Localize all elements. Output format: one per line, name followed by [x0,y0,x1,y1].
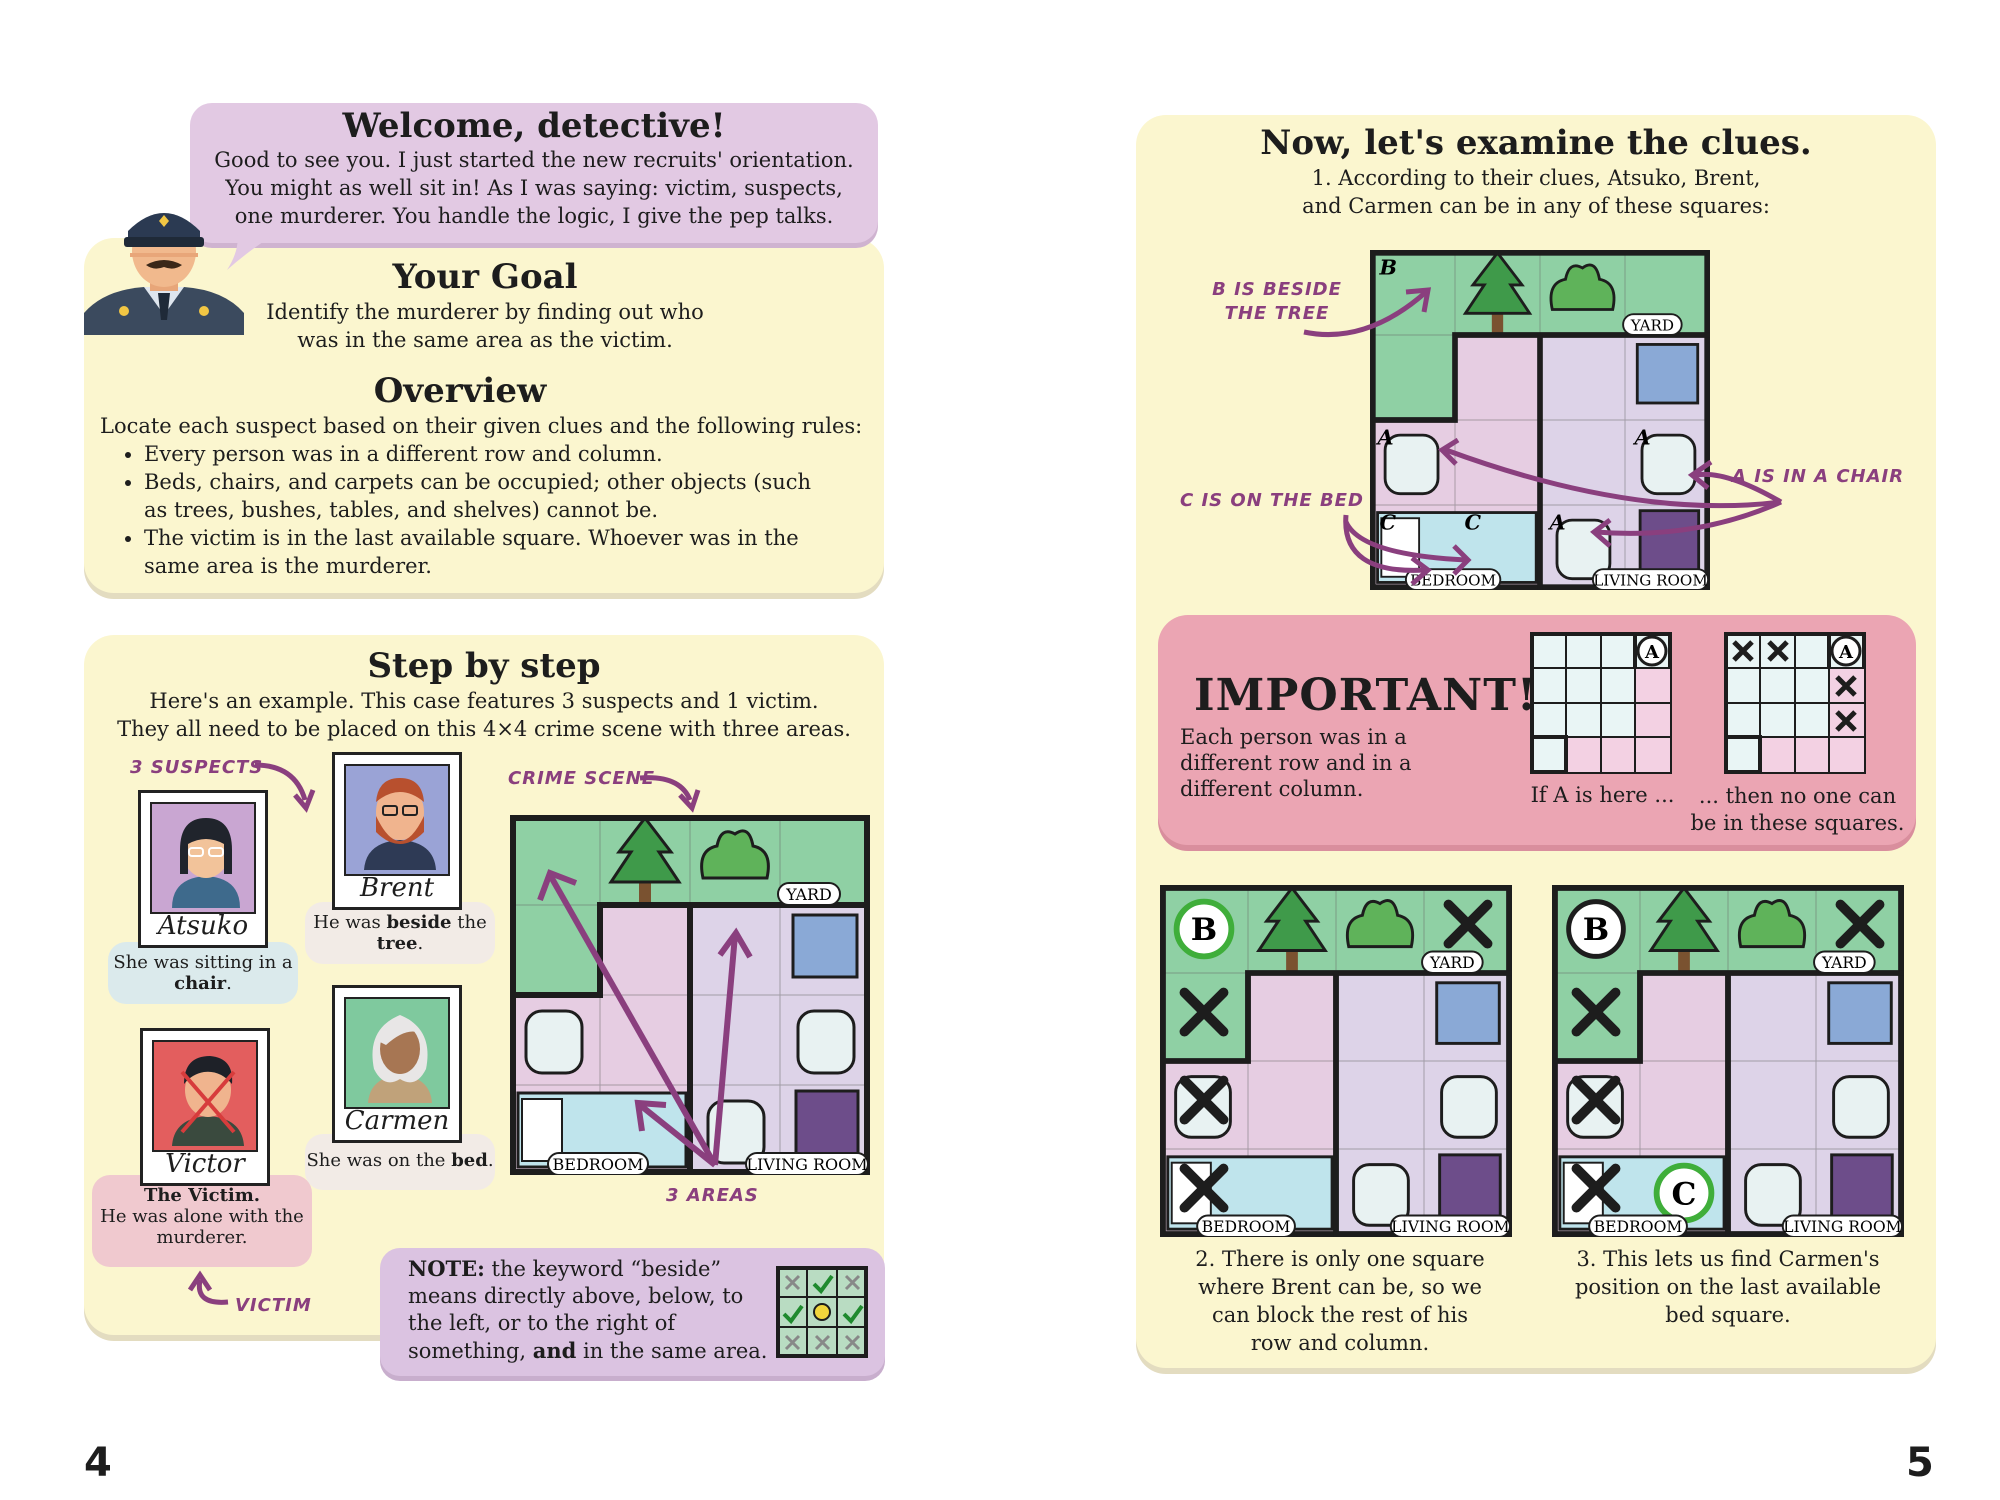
marker-a: A [1376,425,1394,450]
atsuko-name: Atsuko [157,911,249,941]
welcome-title: Welcome, detective! [342,106,726,146]
living-room-label: LIVING ROOM [746,1155,867,1174]
officer-avatar [84,213,244,335]
crime-scene-label: CRIME SCENE [508,768,656,789]
victor-photo: Victor [140,1028,270,1186]
step2-grid: B YARD BEDROOM LIVING ROOM [1160,885,1512,1237]
step-line2: They all need to be placed on this 4×4 c… [117,717,851,741]
yard-label: YARD [1821,953,1867,972]
goal-text: Identify the murderer by finding out who… [266,300,704,352]
yard-label: YARD [785,885,832,904]
brent-name: Brent [359,873,435,903]
marker-c: C [1464,510,1481,535]
overview-intro: Locate each suspect based on their given… [100,414,863,438]
carmen-name: Carmen [344,1106,450,1136]
suspects-label: 3 SUSPECTS [130,757,264,778]
bedroom-label: BEDROOM [553,1155,644,1174]
marker-b: B [1583,912,1609,948]
overview-rule: Every person was in a different row and … [144,440,830,468]
marker-a: A [1632,425,1650,450]
note-text: NOTE: the keyword “beside” means directl… [408,1256,768,1363]
marker-a: A [1644,642,1660,663]
step3-text: 3. This lets us find Carmen's position o… [1574,1247,1882,1327]
page-number-left: 4 [84,1440,112,1486]
yard-label: YARD [1429,953,1475,972]
living-room-label: LIVING ROOM [1391,1217,1510,1236]
step3-grid: B C YARD BEDROOM LIVING ROOM [1552,885,1904,1237]
welcome-text: Good to see you. I just started the new … [214,148,854,228]
b-clue-label: B IS BESIDE THE TREE [1212,279,1342,324]
carmen-clue: She was on the bed. [305,1134,495,1190]
important-caption-2: ... then no one can be in these squares. [1690,784,1905,835]
c-clue-label: C IS ON THE BED [1180,490,1364,511]
marker-b: B [1378,255,1397,280]
marker-a: A [1838,642,1854,663]
step-line1: Here's an example. This case features 3 … [149,689,819,713]
overview-title: Overview [373,371,547,411]
bedroom-label: BEDROOM [1594,1217,1683,1236]
victim-label: VICTIM [235,1295,312,1316]
step2-text: 2. There is only one square where Brent … [1195,1247,1485,1355]
living-room-label: LIVING ROOM [1783,1217,1902,1236]
crime-scene-grid: YARD BEDROOM LIVING ROOM [510,815,870,1175]
marker-b: B [1191,912,1217,948]
atsuko-clue: She was sitting in a chair. [108,942,298,1004]
yard-label: YARD [1630,316,1674,334]
clues-grid: B A A A C C YARD BEDROOM LIVING ROOM [1370,250,1710,590]
brent-clue: He was beside the tree. [305,902,495,964]
a-clue-label: A IS IN A CHAIR [1732,466,1905,487]
victim-caption: The Victim.He was alone with the murdere… [92,1175,312,1267]
marker-a: A [1547,510,1565,535]
marker-c: C [1672,1177,1697,1213]
clues-title: Now, let's examine the clues. [1260,123,1812,163]
carmen-photo: Carmen [332,985,462,1143]
clues-text2: and Carmen can be in any of these square… [1302,194,1770,218]
important-grid-2: A [1724,632,1866,774]
living-room-label: LIVING ROOM [1593,571,1708,589]
important-caption-1: If A is here ... [1530,783,1675,807]
speech-tail [227,225,290,270]
page-number-right: 5 [1906,1440,1934,1486]
welcome-bubble [190,103,878,243]
atsuko-photo: Atsuko [138,790,268,948]
brent-photo: Brent [332,752,462,910]
overview-rule: Beds, chairs, and carpets can be occupie… [144,468,830,524]
marker-c: C [1379,510,1396,535]
clues-text1: 1. According to their clues, Atsuko, Bre… [1311,166,1761,190]
areas-label: 3 AREAS [666,1185,759,1206]
clue-arrows [1303,287,1783,586]
important-title: IMPORTANT! [1194,670,1538,721]
overview-rule: The victim is in the last available squa… [144,524,830,580]
goal-title: Your Goal [392,257,578,297]
bedroom-label: BEDROOM [1410,571,1496,589]
step-title: Step by step [367,646,601,686]
victor-name: Victor [165,1149,245,1179]
label-arrows [187,762,701,1305]
bedroom-label: BEDROOM [1202,1217,1291,1236]
important-grid-1: A [1530,632,1672,774]
beside-example-grid [776,1266,868,1358]
important-text: Each person was in a different row and i… [1180,725,1412,801]
